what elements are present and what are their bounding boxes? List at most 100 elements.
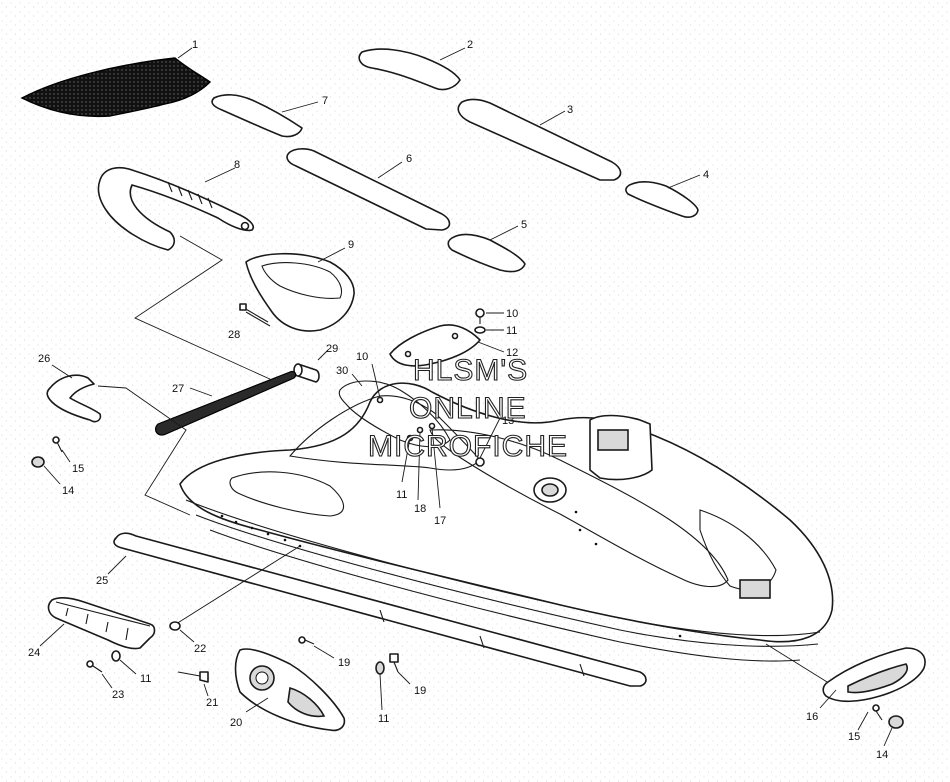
label-19-a: 19	[338, 657, 350, 669]
part-26-bracket[interactable]	[46, 374, 102, 423]
part-11-washer-bottom-left[interactable]	[111, 650, 121, 662]
leader-19a	[313, 645, 335, 659]
part-11-washer-bottom-center[interactable]	[375, 661, 385, 675]
part-27-trim-strip[interactable]	[154, 370, 297, 436]
label-9: 9	[348, 239, 354, 251]
label-4: 4	[703, 169, 709, 181]
label-11-inner: 11	[396, 489, 407, 501]
part-15-screw-left[interactable]	[52, 436, 63, 453]
part-8-grab-handle[interactable]	[97, 166, 255, 251]
leader-25	[107, 555, 127, 575]
leader-5	[489, 225, 519, 241]
label-15-right: 15	[848, 731, 860, 743]
leader-6	[377, 161, 403, 179]
part-12-bracket[interactable]	[389, 324, 481, 367]
label-22: 22	[194, 643, 206, 655]
hull-deck[interactable]	[179, 380, 834, 662]
leader-29	[317, 349, 329, 361]
part-10-screw-inner[interactable]	[376, 396, 384, 404]
label-19-b: 19	[414, 685, 426, 697]
leader-9	[317, 247, 346, 263]
part-2-pad[interactable]	[358, 48, 461, 91]
leader-17	[431, 427, 441, 509]
label-5: 5	[521, 219, 527, 231]
leader-15b	[857, 711, 869, 731]
leader-27	[189, 387, 213, 397]
label-27: 27	[172, 383, 184, 395]
part-15-screw-right[interactable]	[872, 704, 883, 721]
label-1: 1	[192, 39, 198, 51]
label-28: 28	[228, 329, 240, 341]
watermark-line-3: MICROFICHE	[368, 430, 568, 463]
leader-14a	[43, 465, 61, 485]
leader-7	[281, 101, 319, 113]
leader-15a	[61, 449, 71, 463]
part-23-screw[interactable]	[86, 660, 103, 673]
label-2: 2	[467, 39, 473, 51]
leader-1	[177, 47, 193, 59]
guide-line-a	[134, 235, 273, 381]
leader-4	[667, 174, 701, 189]
watermark-line-2: ONLINE	[409, 392, 527, 425]
part-7-pad[interactable]	[211, 94, 303, 138]
label-20: 20	[230, 717, 242, 729]
label-26: 26	[38, 353, 50, 365]
label-29: 29	[326, 343, 338, 355]
part-21-rivet[interactable]	[177, 671, 209, 683]
label-23: 23	[112, 689, 124, 701]
label-12: 12	[506, 347, 518, 359]
label-17: 17	[434, 515, 446, 527]
label-15-left: 15	[72, 463, 84, 475]
leader-3	[539, 110, 566, 126]
part-19-screw-a[interactable]	[298, 636, 315, 645]
label-11-top: 11	[506, 325, 517, 337]
part-29-drain-plug[interactable]	[293, 363, 320, 383]
part-22-washer[interactable]	[169, 621, 181, 631]
leader-12	[477, 341, 505, 353]
label-30: 30	[336, 365, 348, 377]
leader-11c	[119, 659, 137, 675]
label-11-bottom-center: 11	[378, 713, 389, 725]
part-19-screw-b[interactable]	[389, 653, 399, 673]
part-14-cap-right[interactable]	[888, 715, 904, 729]
label-14-right: 14	[876, 749, 888, 761]
watermark: HLSM'S ONLINE MICROFICHE	[367, 353, 568, 463]
label-21: 21	[206, 697, 218, 709]
label-3: 3	[567, 104, 573, 116]
leader-18	[417, 431, 421, 501]
part-16-bow-handle[interactable]	[822, 647, 926, 703]
leader-26	[51, 364, 73, 379]
leader-11b	[401, 437, 411, 483]
part-6-long-pad[interactable]	[286, 148, 451, 231]
callout-labels: 1 2 3 4 5 6 7 8 9 10 10 11 11 11 11 12 1…	[28, 39, 888, 761]
leader-16	[819, 689, 837, 709]
part-24-grille[interactable]	[47, 597, 156, 650]
leader-10b	[371, 363, 381, 399]
leader-11d	[379, 673, 383, 711]
part-10-screw-top[interactable]	[475, 308, 485, 324]
label-10-top: 10	[506, 308, 518, 320]
label-8: 8	[234, 159, 240, 171]
part-3-long-pad[interactable]	[457, 98, 622, 181]
leader-13	[479, 417, 501, 459]
leader-30	[351, 373, 363, 387]
part-5-pad[interactable]	[447, 233, 526, 273]
part-25-rub-rail[interactable]	[113, 532, 647, 687]
leader-19b	[397, 671, 411, 685]
part-14-cap-left[interactable]	[31, 456, 45, 468]
label-25: 25	[96, 575, 108, 587]
leader-21	[203, 683, 209, 697]
part-9-storage-bin[interactable]	[245, 252, 355, 332]
part-28-pin[interactable]	[239, 303, 271, 327]
leader-23	[101, 673, 113, 689]
label-6: 6	[406, 153, 412, 165]
part-1-rear-mat[interactable]	[20, 57, 212, 118]
part-11-washer-top[interactable]	[474, 326, 486, 334]
label-14-left: 14	[62, 485, 74, 497]
part-4-pad[interactable]	[625, 181, 699, 218]
label-10-inner: 10	[356, 351, 368, 363]
label-24: 24	[28, 647, 40, 659]
label-18: 18	[414, 503, 426, 515]
part-20-side-panel[interactable]	[234, 648, 346, 732]
